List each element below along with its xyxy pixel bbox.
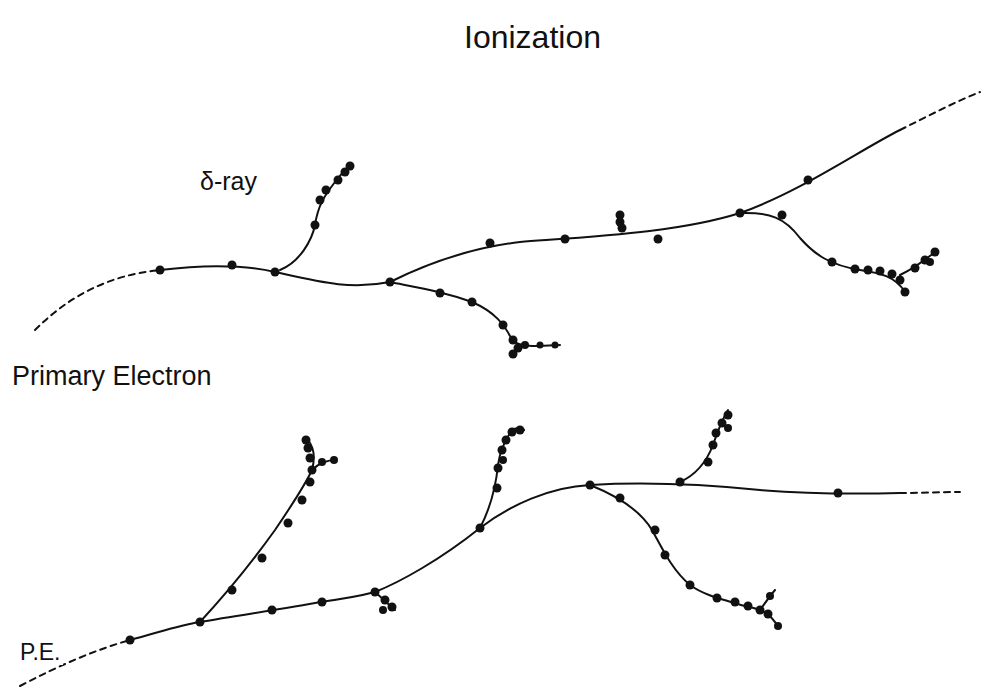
- ionization-dots: [126, 162, 940, 645]
- track-label: Primary Electron: [10, 362, 214, 392]
- track-dashed: [900, 492, 960, 493]
- primary-track: [130, 484, 900, 640]
- delta-ray-track: [680, 410, 728, 482]
- delta-ray-label: δ-ray: [198, 168, 259, 196]
- track-dashed: [900, 92, 980, 130]
- track-dashed: [35, 270, 160, 330]
- track-label: P.E.: [18, 640, 63, 665]
- delta-ray-track: [740, 213, 935, 292]
- delta-ray-track: [280, 166, 350, 270]
- delta-ray-track: [480, 429, 524, 529]
- delta-ray-track: [200, 440, 336, 622]
- delta-ray-track: [390, 282, 560, 346]
- primary-track: [160, 130, 900, 285]
- diagram-title: Ionization: [462, 20, 603, 55]
- delta-ray-track: [590, 485, 778, 626]
